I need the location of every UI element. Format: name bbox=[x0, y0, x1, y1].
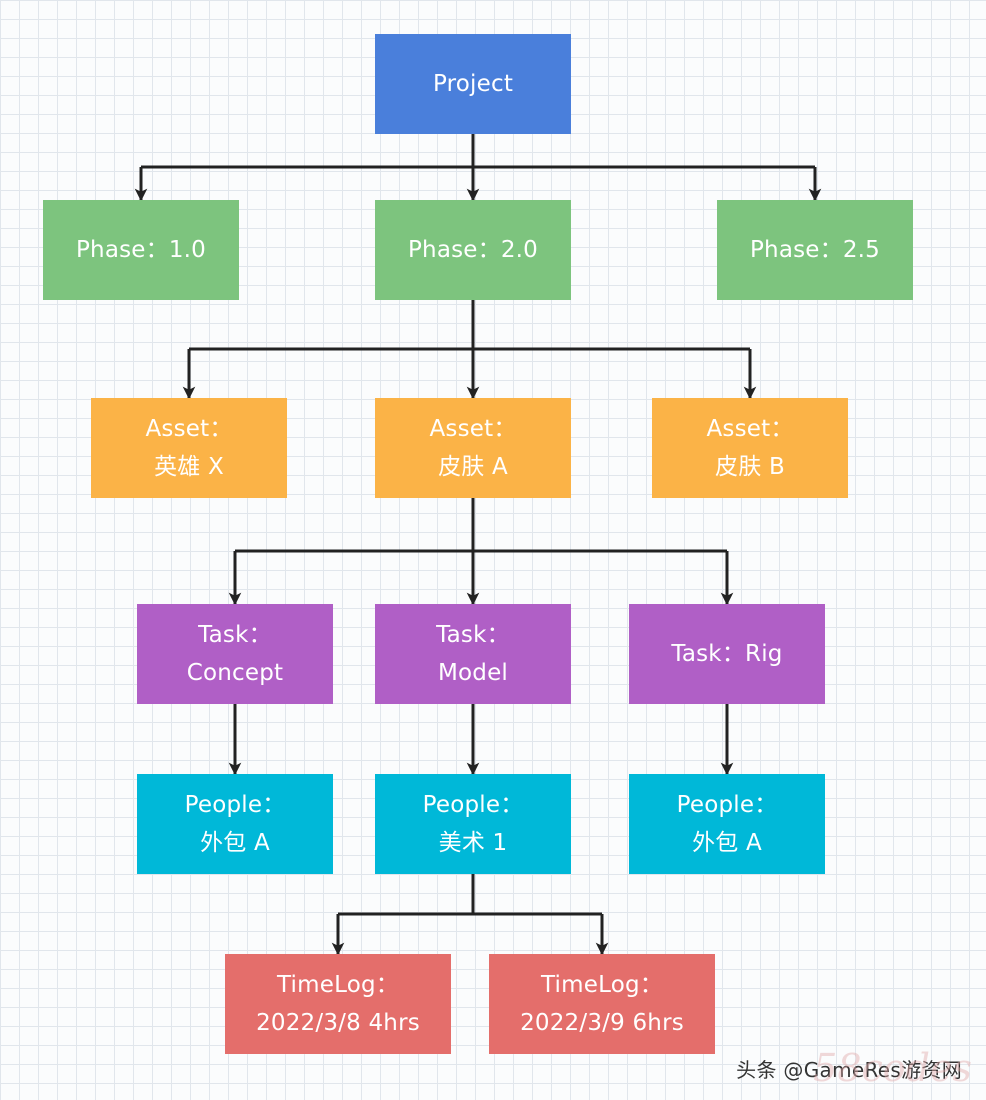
watermark-text: 头条 @GameRes游资网 bbox=[736, 1057, 962, 1082]
node-phase-label: Phase：2.5 bbox=[749, 237, 881, 263]
node-task-name: Model bbox=[437, 660, 509, 686]
node-people-type: People： bbox=[676, 792, 778, 818]
node-people-outsource-a-1: People： 外包 A bbox=[137, 774, 333, 874]
node-project-label: Project bbox=[432, 71, 514, 97]
node-phase-2-0: Phase：2.0 bbox=[375, 200, 571, 300]
node-phase-label: Phase：2.0 bbox=[407, 237, 539, 263]
node-asset-skin-a: Asset： 皮肤 A bbox=[375, 398, 571, 498]
watermark: 头条 @GameRes游资网 58codes bbox=[736, 1046, 972, 1090]
node-people-artist-1: People： 美术 1 bbox=[375, 774, 571, 874]
node-people-type: People： bbox=[184, 792, 286, 818]
node-asset-hero-x: Asset： 英雄 X bbox=[91, 398, 287, 498]
node-asset-name: 皮肤 A bbox=[438, 454, 508, 480]
node-timelog-type: TimeLog： bbox=[541, 972, 663, 998]
node-task-type: Task： bbox=[198, 622, 272, 648]
node-task-model: Task： Model bbox=[375, 604, 571, 704]
node-phase-label: Phase：1.0 bbox=[75, 237, 207, 263]
node-timelog-entry: 2022/3/9 6hrs bbox=[520, 1010, 684, 1036]
node-asset-name: 皮肤 B bbox=[715, 454, 785, 480]
node-people-type: People： bbox=[422, 792, 524, 818]
node-task-type: Task： bbox=[436, 622, 510, 648]
node-asset-skin-b: Asset： 皮肤 B bbox=[652, 398, 848, 498]
node-task-name: Concept bbox=[186, 660, 284, 686]
node-task-label: Task：Rig bbox=[671, 641, 783, 667]
node-timelog-type: TimeLog： bbox=[277, 972, 399, 998]
node-timelog-2022-3-8: TimeLog： 2022/3/8 4hrs bbox=[225, 954, 451, 1054]
node-task-concept: Task： Concept bbox=[137, 604, 333, 704]
node-asset-type: Asset： bbox=[145, 416, 233, 442]
node-timelog-entry: 2022/3/8 4hrs bbox=[256, 1010, 420, 1036]
node-asset-name: 英雄 X bbox=[154, 454, 224, 480]
node-people-outsource-a-2: People： 外包 A bbox=[629, 774, 825, 874]
node-asset-type: Asset： bbox=[429, 416, 517, 442]
node-phase-2-5: Phase：2.5 bbox=[717, 200, 913, 300]
node-project: Project bbox=[375, 34, 571, 134]
node-asset-type: Asset： bbox=[706, 416, 794, 442]
node-people-name: 美术 1 bbox=[438, 830, 508, 856]
node-task-rig: Task：Rig bbox=[629, 604, 825, 704]
node-people-name: 外包 A bbox=[200, 830, 270, 856]
node-phase-1-0: Phase：1.0 bbox=[43, 200, 239, 300]
node-people-name: 外包 A bbox=[692, 830, 762, 856]
node-timelog-2022-3-9: TimeLog： 2022/3/9 6hrs bbox=[489, 954, 715, 1054]
